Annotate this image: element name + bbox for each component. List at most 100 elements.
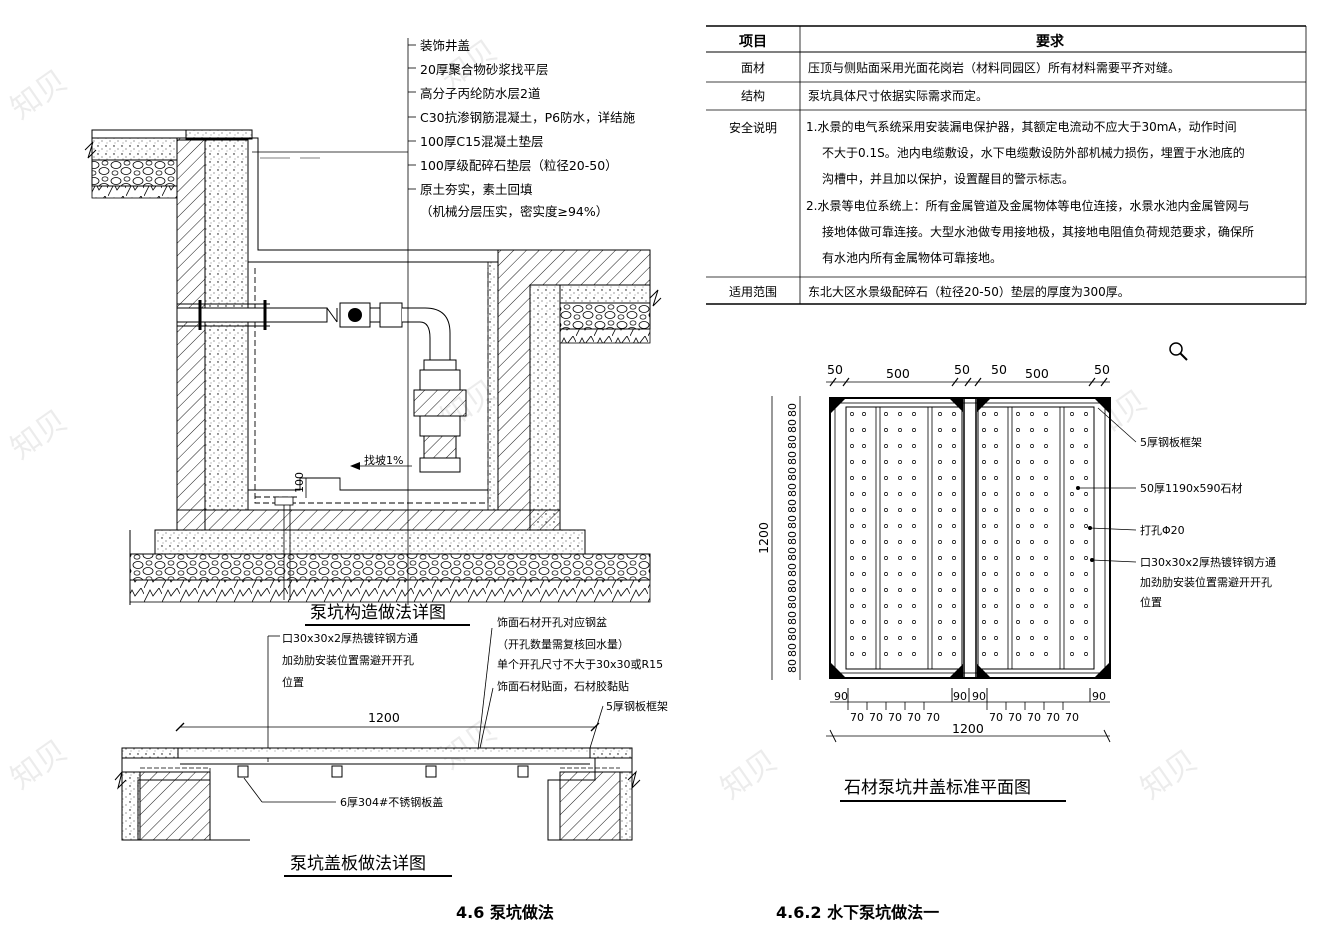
dim-100: 100 (293, 472, 306, 493)
hole-mark (912, 540, 916, 544)
hole-mark (1070, 492, 1074, 496)
hole-mark (884, 556, 888, 560)
hole-mark (952, 508, 956, 512)
hole-mark (1044, 428, 1048, 432)
hole-mark (938, 556, 942, 560)
hole-mark (1070, 604, 1074, 608)
hole-mark (898, 636, 902, 640)
hole-mark (884, 652, 888, 656)
hole-mark (938, 540, 942, 544)
hole-mark (884, 444, 888, 448)
layer-notes: 装饰井盖 20厚聚合物砂浆找平层 高分子丙纶防水层2道 C30抗渗钢筋混凝土，P… (420, 38, 636, 219)
plan-bottom-70-label: 70 (850, 711, 864, 724)
hole-mark (1084, 524, 1088, 528)
hole-mark (994, 460, 998, 464)
hole-mark (1070, 412, 1074, 416)
hole-mark (884, 460, 888, 464)
hole-mark (938, 508, 942, 512)
hole-mark (850, 652, 854, 656)
frame-label: 5厚钢板框架 (606, 699, 668, 713)
hole-mark (994, 444, 998, 448)
hole-mark (1084, 428, 1088, 432)
hole-mark (1030, 508, 1034, 512)
hole-mark (912, 476, 916, 480)
svg-text:5厚钢板框架: 5厚钢板框架 (1140, 435, 1202, 449)
layer-note: 100厚级配碎石垫层（粒径20-50） (420, 158, 618, 173)
svg-text:80: 80 (786, 611, 799, 625)
cover-note-left: 位置 (282, 675, 304, 689)
plan-top-dim: 500 (1025, 366, 1049, 381)
hole-mark (1016, 476, 1020, 480)
hole-mark (1030, 604, 1034, 608)
hole-mark (1030, 572, 1034, 576)
hole-mark (938, 428, 942, 432)
layer-note: C30抗渗钢筋混凝土，P6防水，详结施 (420, 110, 636, 125)
hole-mark (884, 508, 888, 512)
hole-mark (982, 476, 986, 480)
hole-mark (1016, 604, 1020, 608)
hole-mark (1044, 636, 1048, 640)
hole-mark (952, 636, 956, 640)
hole-mark (982, 604, 986, 608)
table-cell-req: 东北大区水景级配碎石（粒径20-50）垫层的厚度为300厚。 (808, 284, 1130, 299)
hole-mark (1016, 508, 1020, 512)
hole-mark (1084, 476, 1088, 480)
hole-mark (862, 604, 866, 608)
hole-mark (982, 460, 986, 464)
hole-mark (1044, 588, 1048, 592)
hole-mark (862, 492, 866, 496)
hole-mark (952, 460, 956, 464)
hole-mark (1016, 636, 1020, 640)
hole-mark (912, 588, 916, 592)
hole-mark (938, 636, 942, 640)
hole-mark (898, 604, 902, 608)
hole-mark (898, 556, 902, 560)
svg-text:80: 80 (786, 435, 799, 449)
hole-mark (952, 620, 956, 624)
hole-mark (1016, 620, 1020, 624)
table-cell-req: 沟槽中，并且加以保护，设置醒目的警示标志。 (822, 171, 1074, 186)
hole-mark (982, 508, 986, 512)
hole-mark (862, 460, 866, 464)
hole-mark (1084, 492, 1088, 496)
plan-bottom-total: 1200 (952, 721, 984, 736)
cover-section: 口30x30x2厚热镀锌钢方通 加劲肋安装位置需避开开孔 位置 饰面石材开孔对应… (114, 615, 668, 877)
hole-mark (952, 652, 956, 656)
hole-mark (884, 636, 888, 640)
hole-mark (1044, 492, 1048, 496)
svg-text:80: 80 (786, 499, 799, 513)
hole-mark (1070, 652, 1074, 656)
magnifier-icon[interactable] (1169, 342, 1188, 361)
cover-title: 泵坑盖板做法详图 (290, 854, 426, 874)
cover-note-right: 饰面石材开孔对应钢盆 (497, 615, 607, 629)
svg-text:口30x30x2厚热镀锌钢方通: 口30x30x2厚热镀锌钢方通 (1140, 555, 1276, 569)
hole-mark (938, 572, 942, 576)
table-header-item: 项目 (739, 34, 767, 50)
hole-mark (1016, 588, 1020, 592)
plan-bottom-70-label: 70 (926, 711, 940, 724)
hole-mark (1070, 556, 1074, 560)
hole-mark (862, 636, 866, 640)
pump-pit-section: 装饰井盖 20厚聚合物砂浆找平层 高分子丙纶防水层2道 C30抗渗钢筋混凝土，P… (84, 38, 662, 626)
hole-mark (1070, 508, 1074, 512)
hole-mark (898, 412, 902, 416)
hole-mark (994, 620, 998, 624)
hole-mark (862, 524, 866, 528)
hole-mark (982, 652, 986, 656)
hole-mark (912, 620, 916, 624)
hole-mark (1070, 620, 1074, 624)
hole-mark (1030, 492, 1034, 496)
hole-mark (1044, 540, 1048, 544)
hole-mark (1070, 540, 1074, 544)
hole-mark (862, 412, 866, 416)
hole-mark (862, 620, 866, 624)
layer-note: 100厚C15混凝土垫层 (420, 134, 544, 149)
hole-mark (850, 556, 854, 560)
svg-text:80: 80 (786, 483, 799, 497)
table-cell-req: 泵坑具体尺寸依据实际需求而定。 (808, 88, 988, 103)
hole-mark (1070, 524, 1074, 528)
hole-mark (912, 572, 916, 576)
hole-mark (912, 460, 916, 464)
hole-mark (862, 428, 866, 432)
plan-top-dim: 500 (886, 366, 910, 381)
